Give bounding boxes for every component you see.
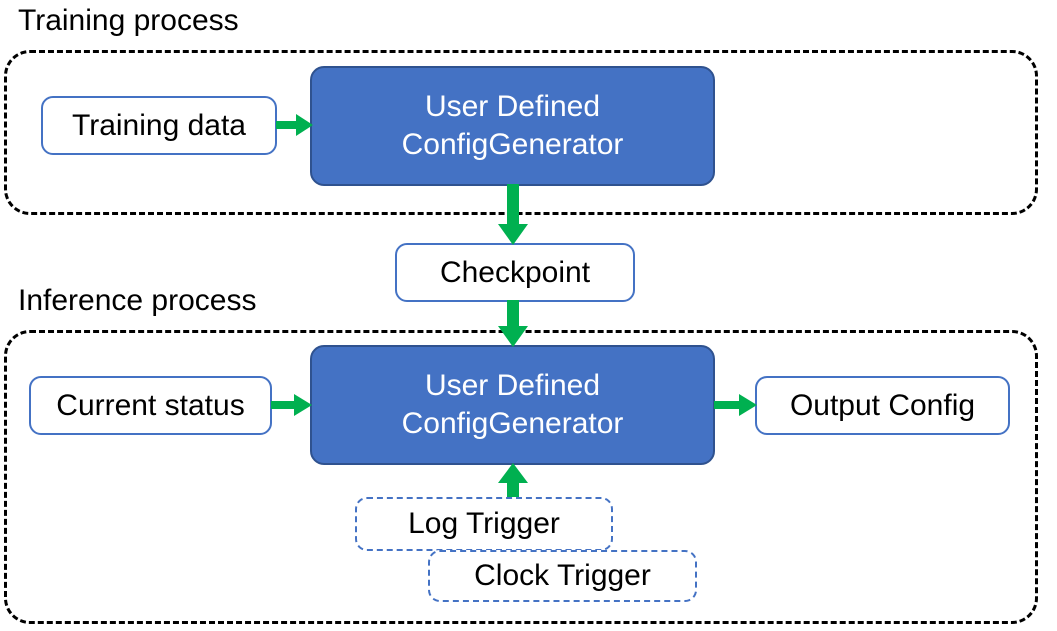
arrow-triggers-to-processor-icon xyxy=(497,463,529,505)
udcg-training-line2: ConfigGenerator xyxy=(401,128,624,161)
arrow-processor-to-checkpoint-icon xyxy=(497,184,529,246)
training-process-container xyxy=(4,50,1038,215)
output-config-label: Output Config xyxy=(789,389,976,422)
clock-trigger-label: Clock Trigger xyxy=(474,559,651,592)
clock-trigger-node[interactable]: Clock Trigger xyxy=(428,550,697,602)
training-data-label: Training data xyxy=(72,109,246,142)
arrow-current-status-to-processor-icon xyxy=(271,391,313,419)
checkpoint-node[interactable]: Checkpoint xyxy=(395,243,635,302)
arrow-checkpoint-to-processor-icon xyxy=(497,300,529,348)
udcg-inference-line1: User Defined xyxy=(424,368,601,402)
training-data-node[interactable]: Training data xyxy=(41,96,277,155)
log-trigger-node[interactable]: Log Trigger xyxy=(355,497,613,551)
user-defined-configgenerator-inference-node[interactable]: User Defined ConfigGenerator xyxy=(310,345,715,465)
arrow-training-data-to-processor-icon xyxy=(276,111,314,139)
current-status-node[interactable]: Current status xyxy=(29,376,272,435)
inference-process-label: Inference process xyxy=(18,284,257,317)
arrow-processor-to-output-config-icon xyxy=(714,391,758,419)
udcg-training-line1: User Defined xyxy=(424,89,601,123)
udcg-inference-line2: ConfigGenerator xyxy=(401,407,624,440)
user-defined-configgenerator-training-node[interactable]: User Defined ConfigGenerator xyxy=(310,66,715,186)
output-config-node[interactable]: Output Config xyxy=(755,376,1010,435)
checkpoint-label: Checkpoint xyxy=(439,256,591,289)
current-status-label: Current status xyxy=(56,389,245,422)
log-trigger-label: Log Trigger xyxy=(408,507,560,540)
training-process-label: Training process xyxy=(18,4,239,37)
